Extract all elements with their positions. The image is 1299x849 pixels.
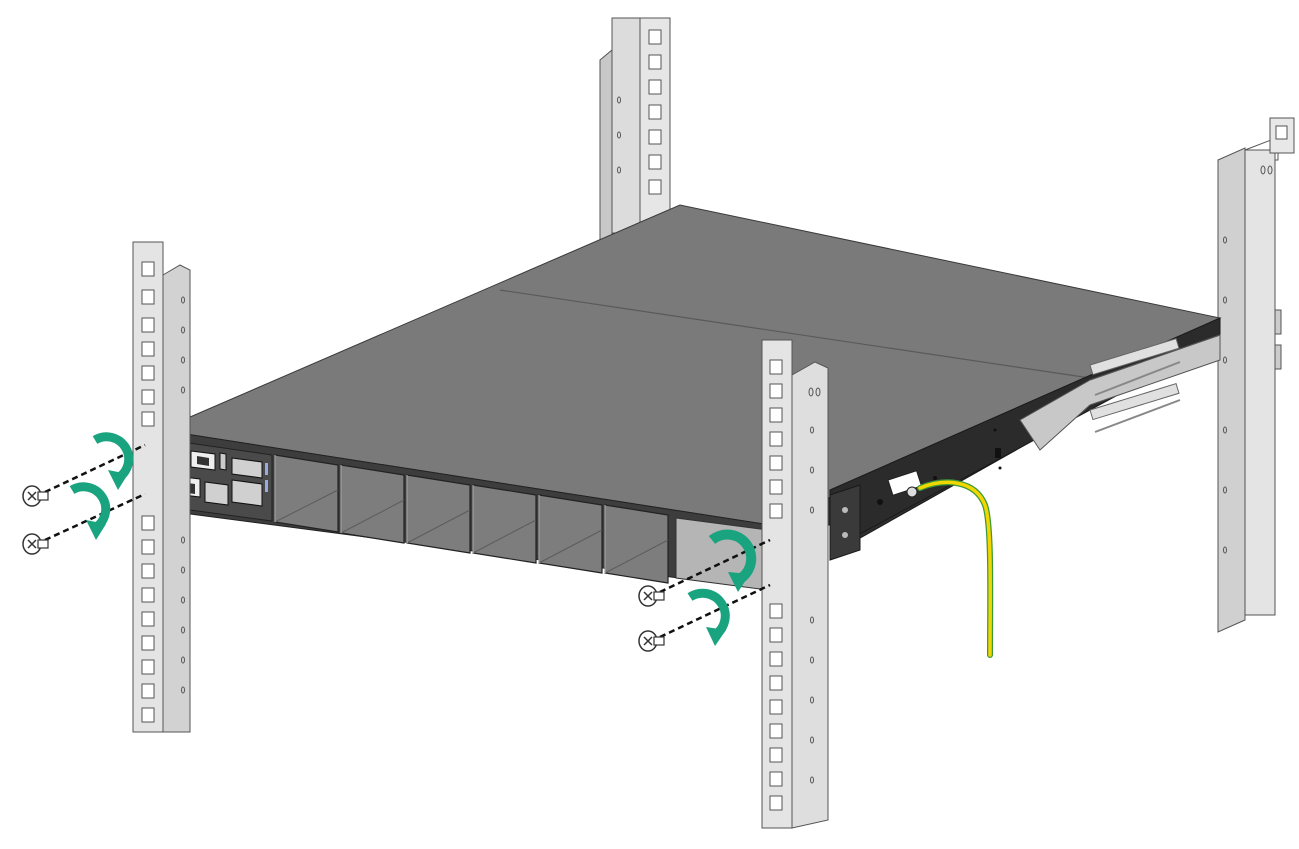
card-slots: [274, 454, 669, 584]
status-leds: [265, 463, 268, 492]
front-right-rack-post: [761, 339, 829, 829]
front-left-rack-post: [132, 241, 191, 733]
card-slot: [406, 474, 471, 554]
ground-cable: [917, 479, 994, 658]
clockwise-arrow-icon: [92, 432, 134, 490]
card-slot: [472, 484, 537, 564]
card-slot: [274, 454, 339, 533]
sfp-ports: [204, 457, 263, 507]
front-panel: [137, 429, 786, 599]
console-port: [190, 450, 216, 471]
ground-terminal: [877, 470, 937, 505]
screw-icon: [638, 585, 665, 607]
screw-icon: [22, 533, 49, 555]
clockwise-arrow-icon: [708, 529, 757, 592]
screw-icon: [22, 485, 49, 507]
usb-port: [219, 452, 227, 471]
switch-chassis: [158, 204, 1222, 561]
screw-icon: [638, 630, 665, 652]
card-slot: [340, 464, 405, 544]
card-slot: [538, 494, 603, 574]
card-slot: [604, 504, 669, 584]
rear-right-rack-post: [1217, 117, 1295, 633]
clockwise-arrow-icon: [69, 482, 111, 540]
clockwise-arrow-icon: [687, 588, 730, 646]
